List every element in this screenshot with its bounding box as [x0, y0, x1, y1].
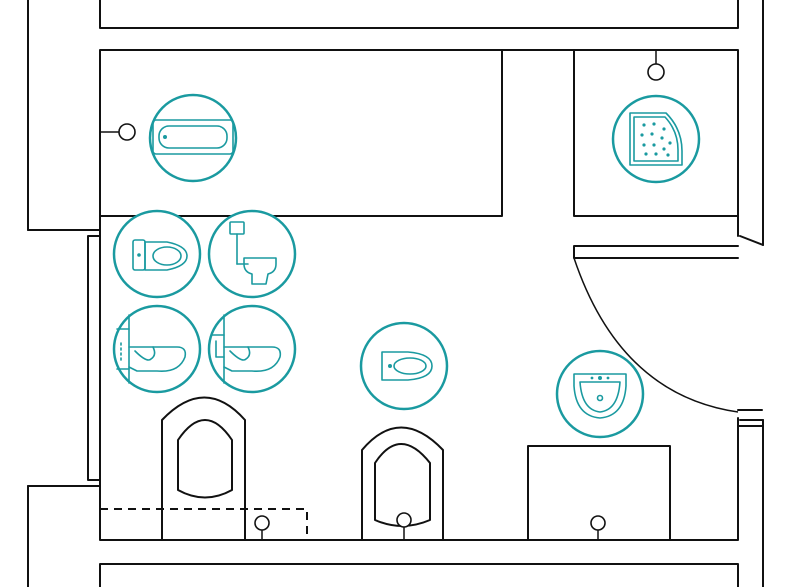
bidet-icon: [381, 351, 433, 381]
shower-tray-badge[interactable]: [611, 94, 701, 184]
washbasin-icon: [573, 373, 627, 419]
shower-drain-point: [647, 63, 665, 81]
bidet-drain-point: [396, 512, 412, 528]
toilet-drain-point: [254, 515, 270, 531]
connection-points: [100, 50, 665, 540]
wall-hung-toilet-icon: [116, 314, 187, 384]
wall-hung-toilet-alt-badge[interactable]: [207, 304, 297, 394]
door-frame-bottom: [737, 409, 763, 427]
high-tank-toilet-icon: [229, 221, 277, 285]
bathtub-badge[interactable]: [148, 93, 238, 183]
vanity-cabinet: [527, 445, 671, 541]
bathtub-drain-point: [118, 123, 136, 141]
toilet-plan-outline: [161, 396, 246, 541]
close-coupled-toilet-icon: [132, 239, 188, 271]
bidet-badge[interactable]: [359, 321, 449, 411]
high-tank-toilet-badge[interactable]: [207, 209, 297, 299]
shower-tray-icon: [629, 112, 683, 166]
shower-alcove: [573, 49, 739, 217]
close-coupled-toilet-badge[interactable]: [112, 209, 202, 299]
right-wall-ends: [739, 235, 764, 421]
door-swing-arc: [573, 257, 739, 413]
walls: [27, 0, 764, 587]
dashed-niche: [100, 508, 308, 540]
top-room-outline: [99, 0, 739, 29]
bottom-room-outline: [99, 563, 739, 587]
left-window: [27, 229, 101, 487]
bathtub-icon: [152, 119, 234, 155]
washbasin-badge[interactable]: [555, 349, 645, 439]
bathroom-outline: [99, 49, 739, 541]
basin-drain-point: [590, 515, 606, 531]
wall-hung-toilet-badge[interactable]: [112, 304, 202, 394]
door-frame-top: [573, 245, 739, 259]
bidet-plan-outline: [361, 426, 444, 541]
wall-hung-toilet-alt-icon: [211, 314, 282, 384]
